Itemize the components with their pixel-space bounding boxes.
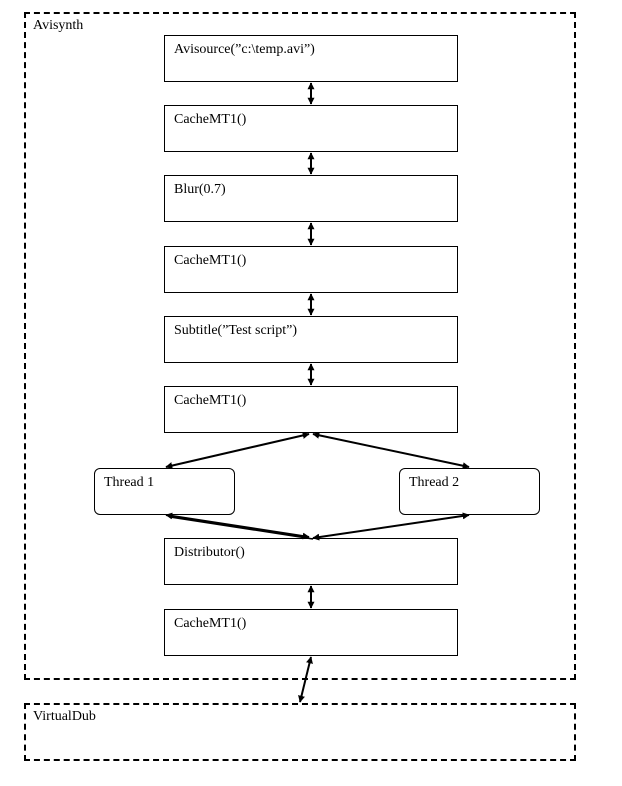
cachemt1-box-2: CacheMT1() — [164, 246, 458, 293]
arrow-thread1-distributor-b — [169, 516, 314, 540]
thread-1-box: Thread 1 — [94, 468, 235, 515]
arrow-cachemt1-thread2 — [312, 431, 470, 470]
avisource-box: Avisource(”c:\temp.avi”) — [164, 35, 458, 82]
subtitle-box: Subtitle(”Test script”) — [164, 316, 458, 363]
arrow-cachemt1-virtualdub — [298, 656, 313, 703]
avisynth-label: Avisynth — [33, 18, 84, 33]
cachemt1-box-3: CacheMT1() — [164, 386, 458, 433]
distributor-box: Distributor() — [164, 538, 458, 585]
arrow-thread1-distributor-a — [165, 512, 310, 540]
virtualdub-container — [24, 703, 576, 761]
cachemt1-box-1: CacheMT1() — [164, 105, 458, 152]
arrow-thread2-distributor — [312, 512, 470, 541]
arrow-cachemt1-thread1 — [165, 432, 310, 469]
blur-box: Blur(0.7) — [164, 175, 458, 222]
virtualdub-label: VirtualDub — [33, 709, 96, 724]
cachemt1-box-4: CacheMT1() — [164, 609, 458, 656]
thread-2-box: Thread 2 — [399, 468, 540, 515]
